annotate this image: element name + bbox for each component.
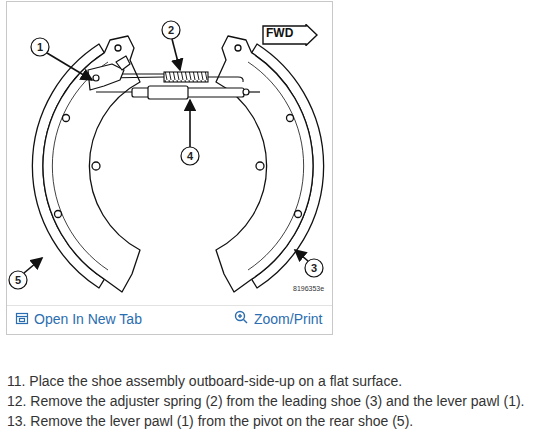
callout-number: 2 [161,23,181,37]
brake-shoe [216,36,324,292]
callout-circle [9,21,323,289]
instruction-step: 13. Remove the lever pawl (1) from the p… [7,412,413,430]
figure-code: 8196353e [293,284,324,293]
direction-arrow-box: FWD [262,24,318,46]
instruction-step: 11. Place the shoe assembly outboard-sid… [7,372,402,390]
callout-number: 3 [304,261,324,275]
lever-pawl [88,56,130,90]
zoom-link: Zoom/Print [254,310,322,328]
leader-line [24,39,308,273]
instruction-step: 12. Remove the adjuster spring (2) from … [7,392,525,410]
direction-label: FWD [262,24,318,42]
adjuster-strut [96,86,260,99]
open-tab-link: Open In New Tab [34,310,142,328]
zoom-icon [236,312,248,324]
callout-number: 5 [8,273,28,287]
callout-number: 1 [30,40,50,54]
callout-number: 4 [180,149,200,163]
open-tab-icon [17,314,28,324]
